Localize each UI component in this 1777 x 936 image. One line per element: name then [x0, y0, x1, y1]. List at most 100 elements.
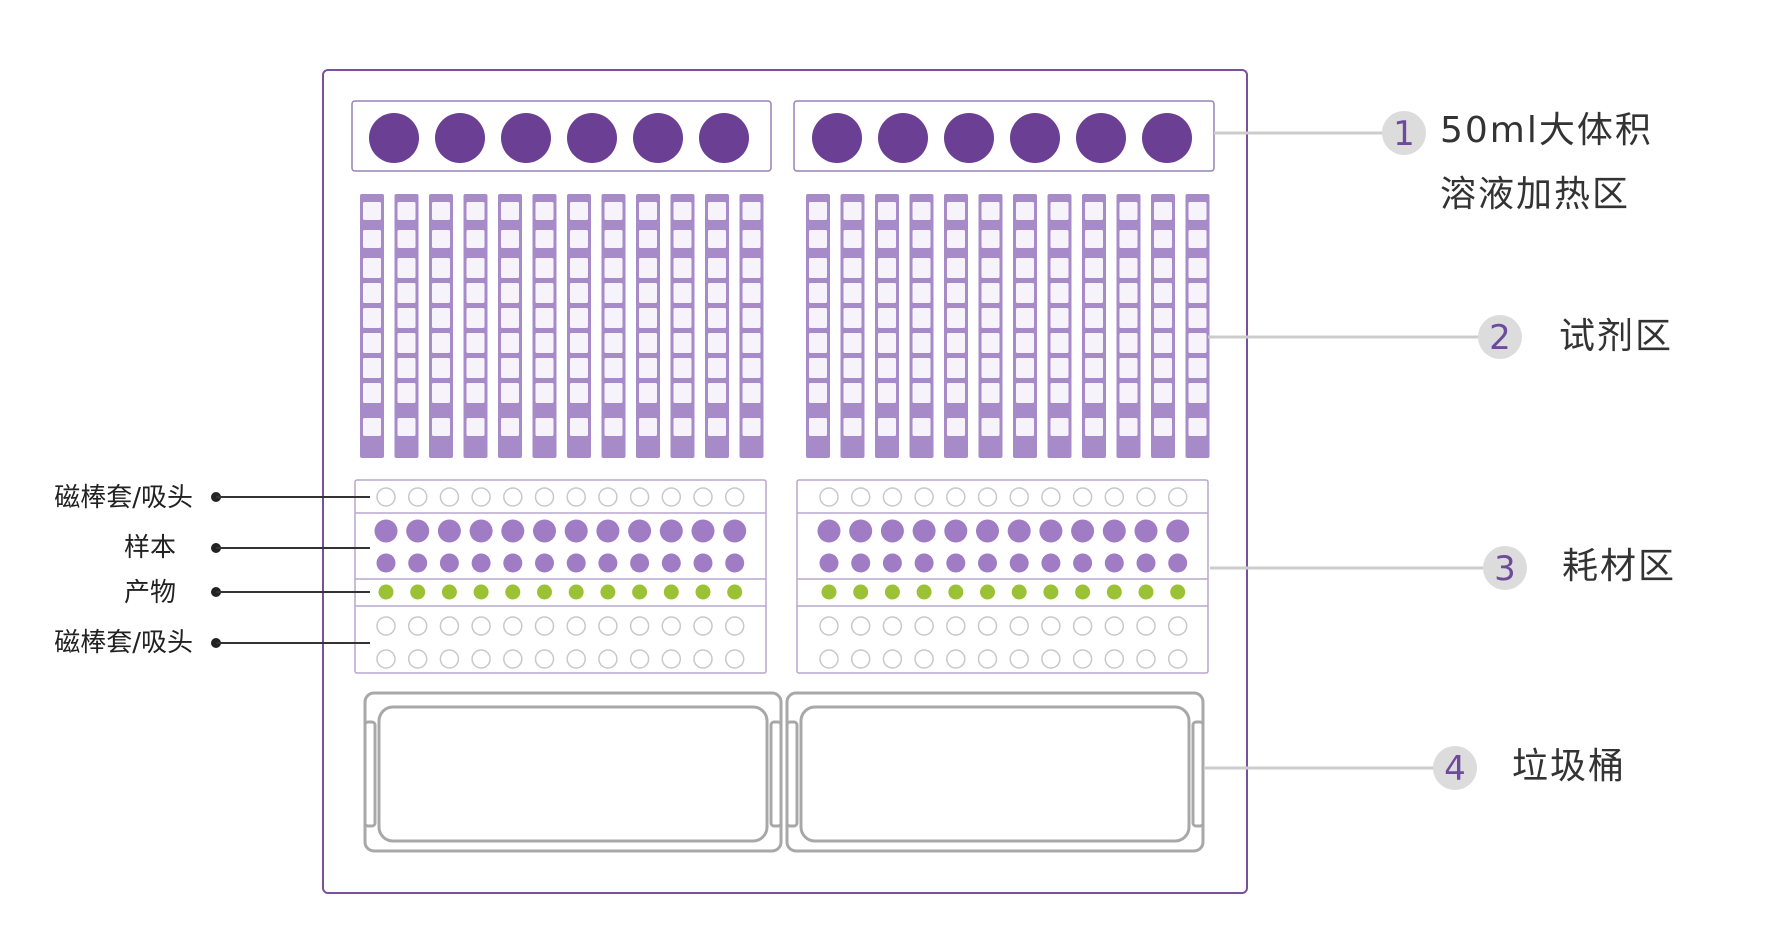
strip-well — [570, 383, 588, 403]
sample-well — [630, 553, 650, 573]
strip-well — [1188, 418, 1207, 436]
tip-well — [1104, 487, 1125, 507]
sample-well — [1041, 553, 1061, 573]
tip-well — [629, 487, 650, 507]
product-well — [1138, 584, 1154, 600]
tip-well — [534, 649, 555, 669]
strip-well — [466, 202, 485, 220]
sample-well — [914, 553, 934, 573]
product-well — [568, 584, 584, 600]
strip-well — [1085, 258, 1103, 278]
strip-well — [947, 358, 965, 378]
heater-well — [369, 113, 419, 163]
sample-well — [1071, 519, 1095, 543]
sample-well — [978, 553, 997, 573]
strip-well — [363, 333, 381, 353]
strip-well — [535, 308, 554, 328]
strip-well — [1188, 383, 1207, 403]
strip-well — [604, 358, 623, 378]
tip-well — [376, 649, 396, 669]
sample-well — [912, 519, 936, 543]
strip-well — [1016, 283, 1034, 303]
strip-well — [1050, 418, 1069, 436]
strip-well — [501, 283, 519, 303]
strip-well — [1154, 283, 1172, 303]
strip-well — [466, 418, 485, 436]
tip-well — [724, 616, 745, 636]
tip-well — [407, 616, 428, 636]
strip-well — [1119, 283, 1138, 303]
strip-well — [912, 383, 931, 403]
heater-well — [944, 113, 994, 163]
sample-well — [1168, 553, 1188, 573]
strip-well — [673, 283, 692, 303]
sample-well — [819, 553, 839, 573]
strip-well — [878, 258, 896, 278]
strip-well — [535, 202, 554, 220]
strip-well — [639, 333, 657, 353]
product-well — [441, 584, 457, 600]
strip-well — [1050, 383, 1069, 403]
strip-well — [1154, 333, 1172, 353]
strip-well — [535, 358, 554, 378]
tip-well — [503, 487, 523, 507]
strip-well — [673, 418, 692, 436]
product-well — [821, 584, 837, 600]
callout-label: 耗材区 — [1562, 546, 1676, 587]
sample-well — [1104, 553, 1124, 573]
strip-well — [397, 308, 416, 328]
strip-well — [639, 230, 657, 248]
strip-well — [1188, 230, 1207, 248]
strip-well — [809, 333, 827, 353]
strip-well — [1050, 308, 1069, 328]
tip-well — [977, 616, 998, 636]
strip-well — [466, 358, 485, 378]
product-well — [916, 584, 932, 600]
tip-well — [1167, 649, 1188, 669]
row-label-product: 产物 — [124, 578, 370, 608]
strip-well — [397, 230, 416, 248]
tip-well — [566, 616, 586, 636]
strip-well — [1050, 358, 1069, 378]
product-well — [695, 584, 711, 600]
tip-well — [724, 649, 745, 669]
sample-well — [566, 553, 586, 573]
callout-label: 试剂区 — [1559, 316, 1673, 357]
strip-well — [1154, 383, 1172, 403]
strip-well — [708, 418, 726, 436]
strip-well — [809, 358, 827, 378]
tip-well — [1041, 487, 1061, 507]
strip-well — [843, 258, 862, 278]
tip-well — [946, 649, 966, 669]
strip-well — [809, 308, 827, 328]
tip-well — [977, 487, 998, 507]
tip-well — [1072, 649, 1093, 669]
strip-well — [843, 308, 862, 328]
callout-number: 3 — [1494, 549, 1516, 589]
tip-well — [850, 649, 871, 669]
reagent-strip — [1185, 194, 1210, 458]
reagent-strip — [806, 194, 830, 458]
strip-well — [570, 230, 588, 248]
product-well — [537, 584, 552, 600]
strip-well — [1085, 230, 1103, 248]
tip-well — [534, 487, 555, 507]
strip-well — [742, 358, 761, 378]
sample-well — [596, 519, 620, 543]
strip-well — [947, 333, 965, 353]
bin-handle — [785, 720, 799, 828]
strip-well — [604, 283, 623, 303]
strip-well — [501, 202, 519, 220]
strip-well — [912, 258, 931, 278]
strip-well — [501, 333, 519, 353]
strip-well — [673, 258, 692, 278]
strip-well — [501, 230, 519, 248]
strip-well — [981, 418, 1000, 436]
tip-well — [661, 616, 682, 636]
strip-well — [981, 202, 1000, 220]
strip-well — [363, 258, 381, 278]
sample-well — [725, 553, 745, 573]
row-label: 样本 — [124, 533, 176, 563]
reagent-strip — [978, 194, 1003, 458]
sample-well — [1166, 519, 1190, 543]
